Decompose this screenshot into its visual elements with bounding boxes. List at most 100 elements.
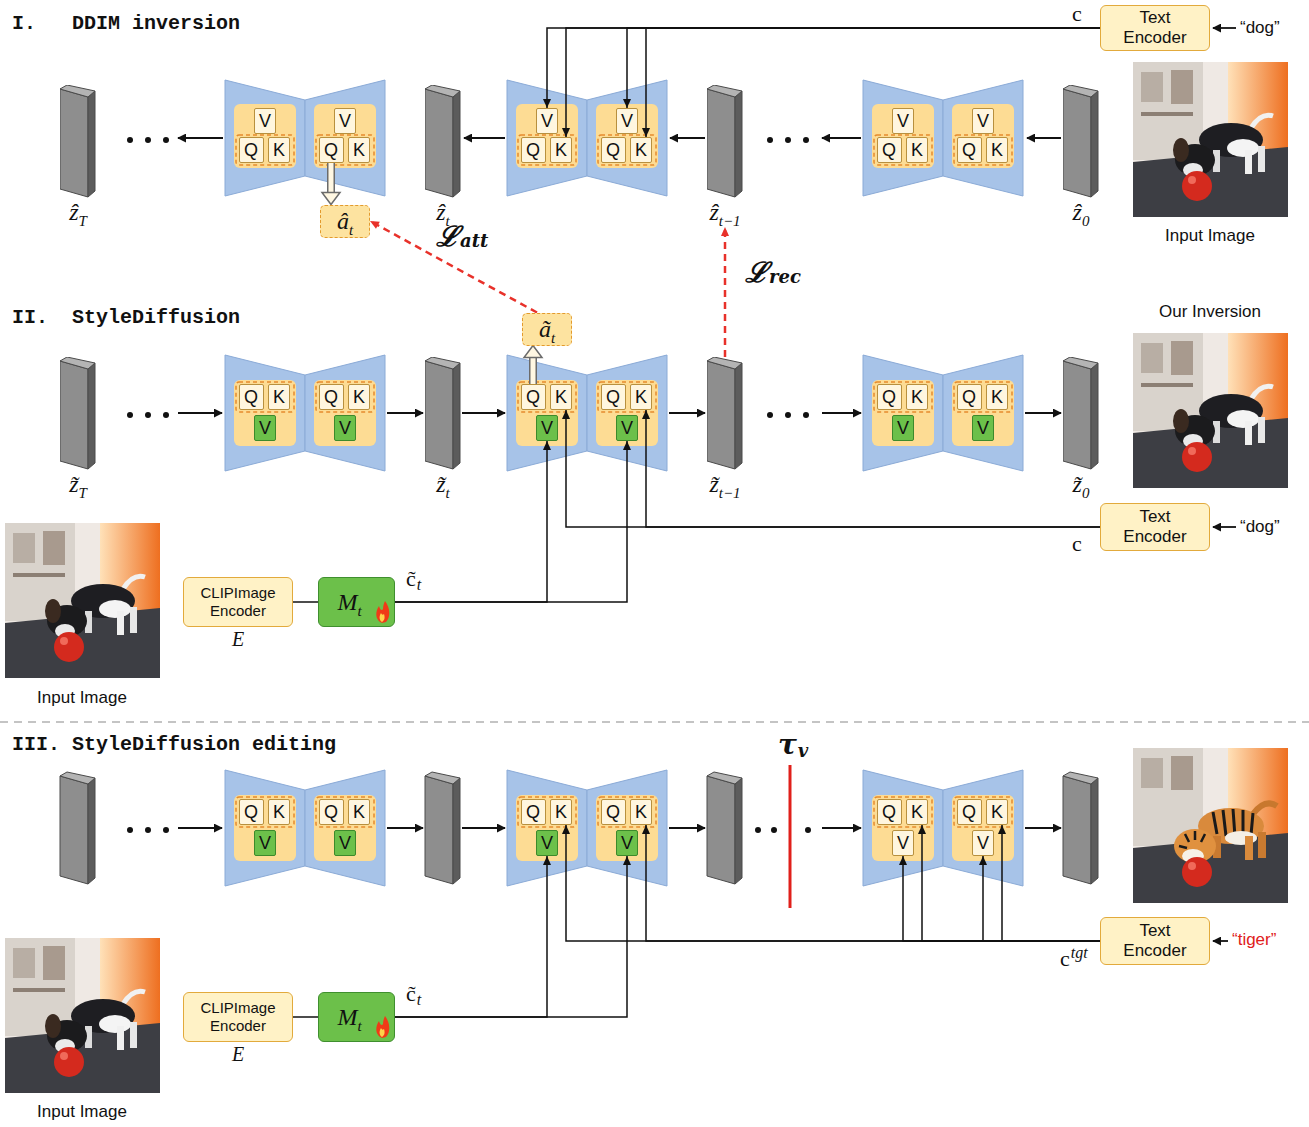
arrow-head [562, 410, 570, 419]
loss-subscript: att [460, 230, 488, 251]
section-heading: II. StyleDiffusion [12, 306, 240, 329]
box-text: V [621, 833, 633, 853]
illustration-shape [225, 80, 305, 196]
illustration-shape [1213, 940, 1228, 942]
box-text: Q [324, 140, 338, 160]
illustration-shape [803, 412, 809, 418]
latent-slab-shape [1063, 357, 1098, 469]
latent-label: ẑT [48, 199, 108, 226]
attention-token-box: V [616, 108, 638, 134]
latent-symbol: z̃ [709, 471, 718, 497]
attention-map-box: ãt [522, 313, 572, 346]
subscript: t [417, 576, 421, 594]
latent-node: ẑt [413, 85, 473, 227]
connector-line [566, 825, 1100, 941]
token-letter: K [635, 387, 647, 407]
illustration-shape [943, 80, 1023, 196]
connector-line [395, 441, 627, 602]
arrow-head [899, 856, 907, 865]
illustration-shape [1025, 412, 1061, 414]
illustration-shape [1213, 526, 1236, 528]
arrow-head [543, 99, 551, 108]
box-text: Q [962, 387, 976, 407]
box-text: V [897, 418, 909, 438]
arrow-head [543, 441, 551, 450]
subscript: v [798, 740, 808, 761]
connector-arrow [642, 825, 1100, 941]
text-encoder-box: Text Encoder [1100, 917, 1210, 965]
arrow-head [623, 441, 631, 450]
subscript: t [551, 330, 555, 346]
attention-token-box: V [892, 108, 914, 134]
illustration-shape [5, 523, 160, 678]
box-text: Q [526, 802, 540, 822]
mapping-network-box: Mt [318, 992, 395, 1042]
illustration-shape [163, 412, 169, 418]
loss-subscript: rec [769, 266, 801, 287]
box-text: K [635, 802, 647, 822]
illustration-shape [305, 355, 385, 471]
illustration-shape [863, 80, 943, 196]
token-letter: V [339, 111, 351, 131]
box-text: Q [962, 802, 976, 822]
latent-node: ẑ0 [1051, 85, 1111, 227]
attention-token-box: K [630, 799, 652, 825]
illustration-shape [127, 412, 133, 418]
token-letter: K [273, 140, 285, 160]
token-letter: V [259, 111, 271, 131]
loss-symbol: ℒ [745, 252, 768, 290]
encoder-symbol: E [184, 628, 292, 651]
connector-line [395, 856, 627, 1017]
trainable-flame-icon [374, 601, 390, 623]
attention-token-box: K [906, 799, 928, 825]
box-text: V [339, 111, 351, 131]
arrow-head [979, 856, 987, 865]
box-text: V [977, 833, 989, 853]
illustration-shape [464, 137, 505, 139]
arrow-head [322, 193, 340, 205]
network-symbol: M [337, 1004, 357, 1030]
box-text: V [977, 418, 989, 438]
connector-arrow [395, 856, 631, 1017]
illustration-shape [785, 412, 791, 418]
latent-symbol: ẑ [709, 199, 718, 225]
arrow-head [543, 856, 551, 865]
box-text: ãt [539, 316, 555, 343]
attention-token-box: K [986, 137, 1008, 163]
section-heading: III. StyleDiffusion editing [12, 733, 336, 756]
illustration-shape [60, 772, 95, 884]
connector-line [983, 856, 1100, 941]
image-encoder-box: CLIPImage EncoderE [183, 577, 293, 627]
latent-label: z̃T [48, 471, 108, 498]
box-text: K [991, 387, 1003, 407]
token-letter: V [541, 111, 553, 131]
illustration-shape [178, 412, 222, 414]
illustration-shape [462, 827, 505, 829]
loss-arrow [721, 227, 729, 357]
attention-token-box: V [616, 415, 638, 441]
latent-subscript: 0 [1082, 213, 1090, 229]
arrow-head [918, 825, 926, 834]
token-letter: V [621, 418, 633, 438]
image-encoder-box: CLIPImage EncoderE [183, 992, 293, 1042]
latent-subscript: T [79, 213, 87, 229]
latent-slab-shape [1063, 85, 1098, 197]
attention-token-box: V [616, 830, 638, 856]
illustration-shape [127, 827, 133, 833]
box-text: K [911, 387, 923, 407]
box-text: K [273, 802, 285, 822]
condition-symbol: c [1060, 946, 1070, 972]
superscript: tgt [1071, 944, 1088, 962]
subscript: t [357, 1018, 361, 1034]
illustration-shape [145, 137, 151, 143]
box-text: V [541, 833, 553, 853]
illustration-shape [1025, 827, 1061, 829]
illustration-shape [785, 137, 791, 143]
latent-subscript: T [79, 485, 87, 501]
encoder-symbol: E [184, 1043, 292, 1066]
latent-subscript: 0 [1082, 485, 1090, 501]
arrow-head [623, 856, 631, 865]
connector-arrow [395, 856, 551, 1017]
box-text: Text Encoder [1115, 921, 1195, 961]
token-letter: Q [526, 802, 540, 822]
